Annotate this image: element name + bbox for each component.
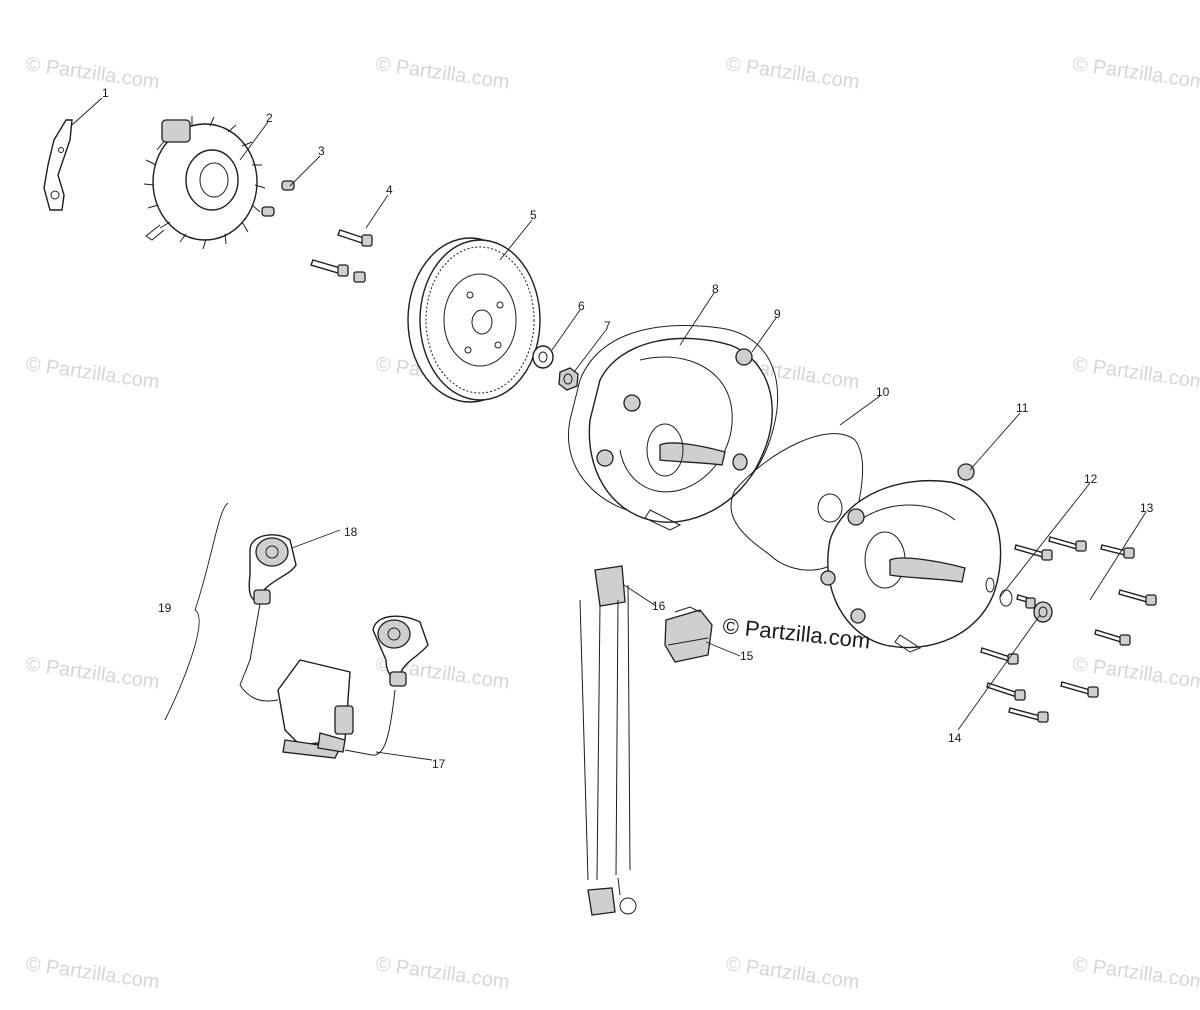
part-12-spacer[interactable]	[999, 589, 1053, 623]
part-4-bolts[interactable]	[310, 229, 373, 283]
part-1-bracket[interactable]	[43, 119, 73, 211]
part-17-ignition-coil[interactable]	[239, 659, 396, 759]
callout-3: 3	[318, 144, 325, 158]
callout-2: 2	[266, 111, 273, 125]
watermark: © Partzilla.com	[374, 953, 511, 994]
callout-7: 7	[604, 319, 611, 333]
callout-10: 10	[876, 385, 890, 399]
leader-lines	[71, 97, 1147, 761]
callout-15: 15	[740, 649, 754, 663]
watermark: © Partzilla.com	[24, 653, 161, 694]
callout-labels: 1 2 3 4 5 6 7 8 9 10 11 12 13 14 15 16 1…	[102, 86, 1154, 771]
watermark: © Partzilla.com	[374, 53, 511, 94]
callout-16: 16	[652, 599, 666, 613]
watermark: © Partzilla.com	[1071, 53, 1200, 94]
watermark: © Partzilla.com	[24, 353, 161, 394]
watermark: © Partzilla.com	[1071, 953, 1200, 994]
part-3-screws[interactable]	[261, 180, 295, 217]
part-14-bolts[interactable]	[980, 647, 1099, 723]
callout-17: 17	[432, 757, 446, 771]
part-2-stator[interactable]	[143, 116, 266, 250]
callout-14: 14	[948, 731, 962, 745]
callout-9: 9	[774, 307, 781, 321]
callout-4: 4	[386, 183, 393, 197]
part-6-washer[interactable]	[532, 345, 554, 369]
part-13-bolts[interactable]	[1014, 536, 1157, 646]
watermark: © Partzilla.com	[724, 953, 861, 994]
watermark: © Partzilla.com	[724, 53, 861, 94]
part-9-inner-cover[interactable]	[588, 337, 773, 531]
callout-5: 5	[530, 208, 537, 222]
part-11-outer-cover[interactable]	[820, 463, 1002, 653]
callout-19: 19	[158, 601, 172, 615]
part-18-spark-plug-caps[interactable]	[239, 534, 429, 687]
watermark: © Partzilla.com	[24, 53, 161, 94]
part-16-sensor-harness[interactable]	[579, 565, 637, 916]
callout-8: 8	[712, 282, 719, 296]
callout-6: 6	[578, 299, 585, 313]
watermark: © Partzilla.com	[24, 953, 161, 994]
assembly-bracket-19	[164, 502, 229, 721]
callout-18: 18	[344, 525, 358, 539]
part-7-nut[interactable]	[558, 367, 579, 391]
part-5-flywheel[interactable]	[407, 237, 541, 403]
part-8-gasket[interactable]	[568, 325, 779, 517]
callout-11: 11	[1016, 401, 1029, 415]
watermark: © Partzilla.com	[1071, 353, 1200, 394]
callout-13: 13	[1140, 501, 1154, 515]
callout-1: 1	[102, 86, 109, 100]
part-15-relay[interactable]	[664, 606, 713, 663]
callout-12: 12	[1084, 472, 1098, 486]
